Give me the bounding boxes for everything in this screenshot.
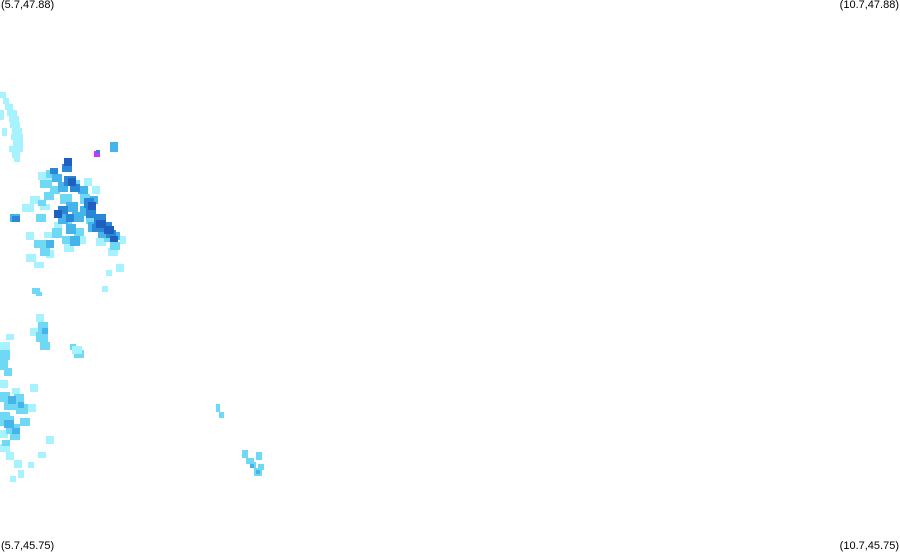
corner-label-top-left: (5.7,47.88) [1,0,55,11]
precipitation-cluster-lower-left [0,416,54,482]
corner-label-bottom-right: (10.7,45.75) [839,540,899,552]
precipitation-cell-extreme [94,151,100,157]
corner-label-bottom-left: (5.7,45.75) [1,540,55,552]
precipitation-cluster-mid-left [0,314,82,422]
precipitation-cluster-central [216,404,264,476]
precipitation-cluster-upper-left [10,142,126,292]
corner-label-top-right: (10.7,47.88) [839,0,899,11]
precipitation-cluster-northwest [0,92,23,162]
